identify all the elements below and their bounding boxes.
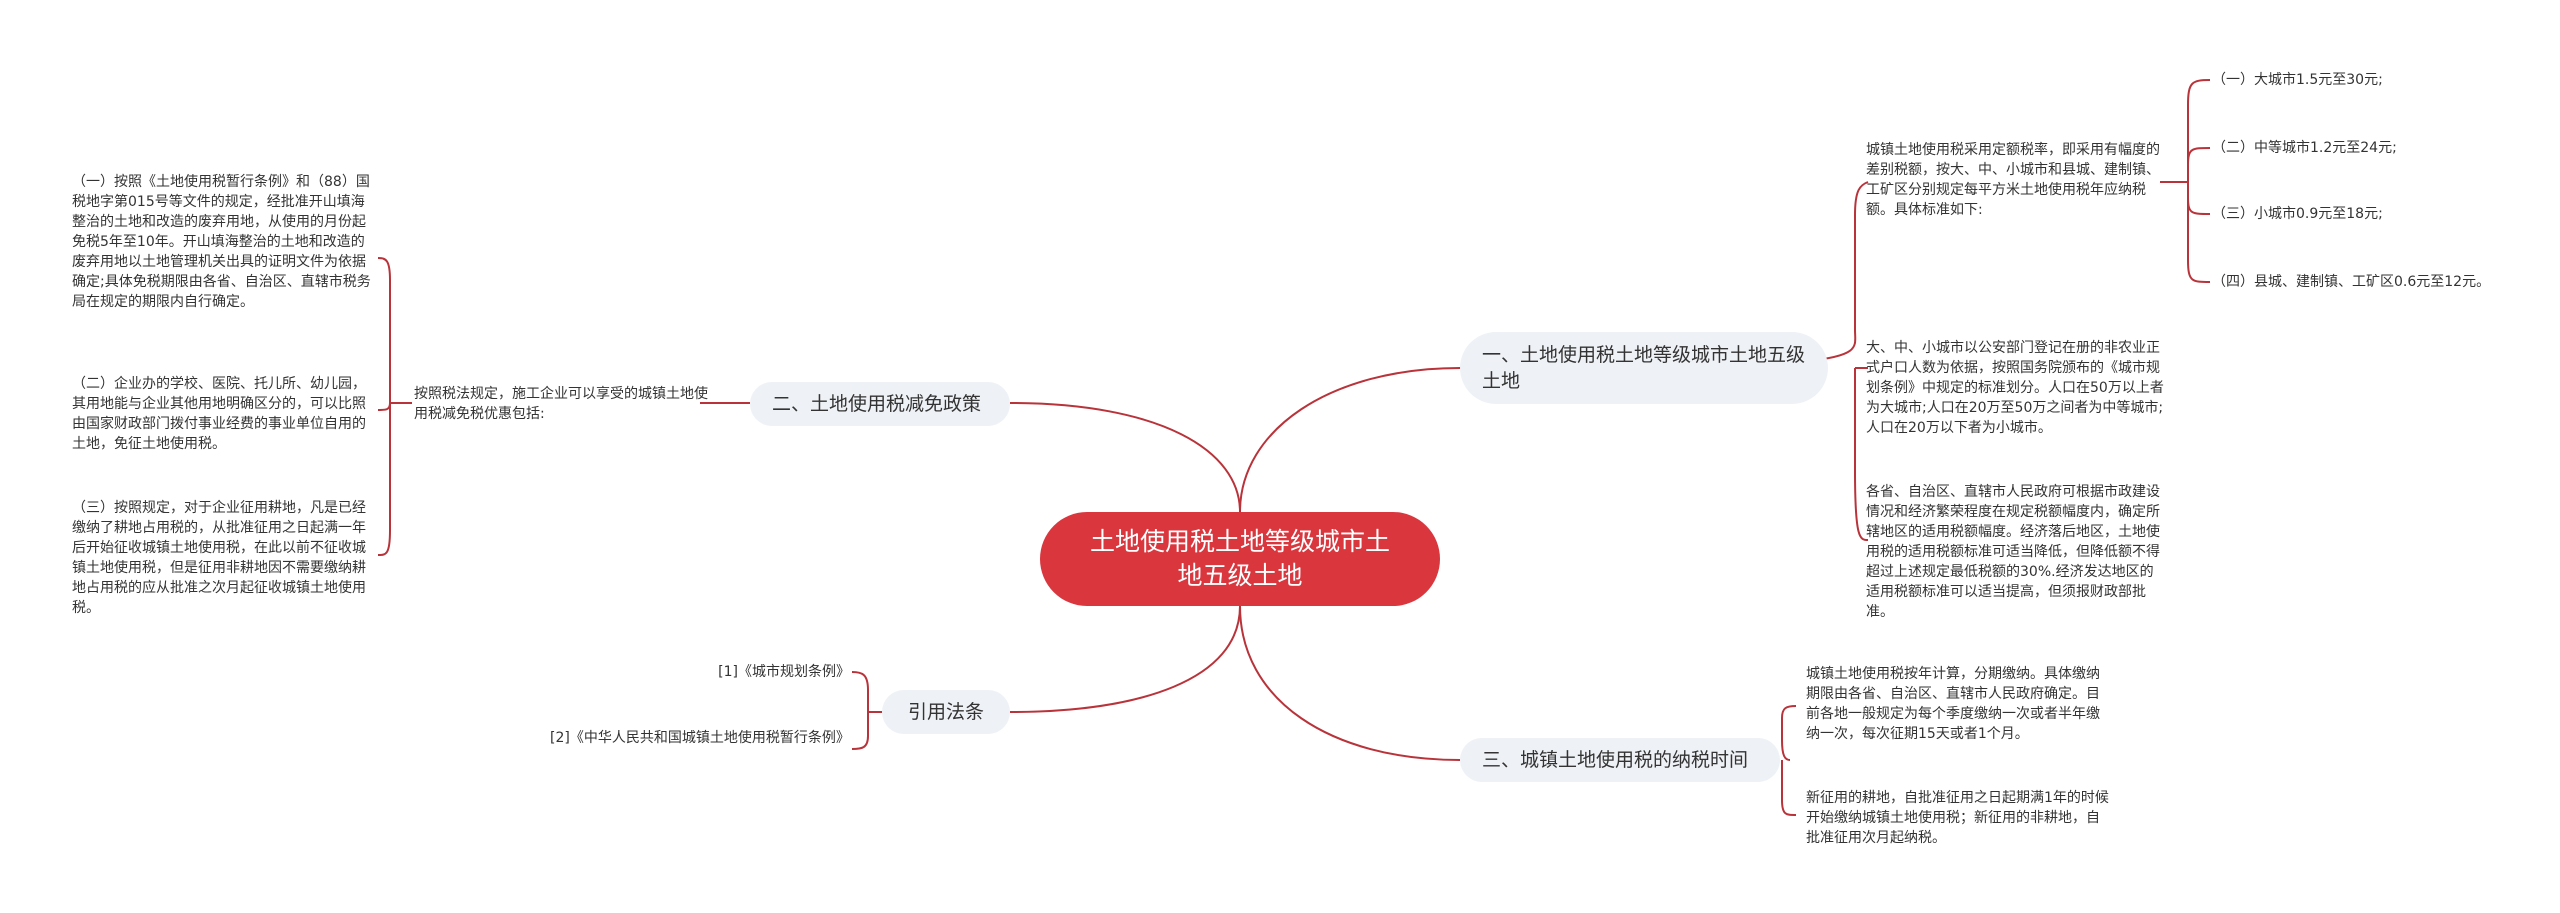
edge-rate-4 — [2187, 182, 2211, 283]
citation-1: [1]《城市规划条例》 — [718, 664, 850, 680]
branch-3-item-1: 城镇土地使用税按年计算，分期缴纳。具体缴纳期限由各省、自治区、直辖市人民政府确定… — [1806, 666, 2100, 742]
edge-root-branch1 — [1239, 367, 1461, 513]
edge-branch1-intro — [1854, 181, 1869, 330]
branch-3-label: 三、城镇土地使用税的纳税时间 — [1482, 749, 1749, 771]
root-title: 土地使用税土地等级城市土地五级土地 — [1089, 527, 1390, 590]
citation-2: [2]《中华人民共和国城镇土地使用税暂行条例》 — [550, 730, 850, 746]
branch-3-item-2: 新征用的耕地，自批准征用之日起期满1年的时候开始缴纳城镇土地使用税；新征用的非耕… — [1806, 790, 2109, 846]
edge-branch1-adjust — [1854, 368, 1869, 541]
branch-1-node[interactable]: 一、土地使用税土地等级城市土地五级土地 — [1460, 332, 1828, 404]
branch-1-intro-text: 城镇土地使用税采用定额税率，即采用有幅度的差别税额，按大、中、小城市和县城、建制… — [1866, 142, 2160, 218]
edge-branch2-item1 — [377, 257, 391, 403]
branch-4-label: 引用法条 — [907, 701, 984, 723]
edge-branch2-item2 — [377, 402, 391, 411]
edge-rate-3 — [2187, 182, 2211, 215]
branch-2-label: 二、土地使用税减免政策 — [772, 393, 982, 415]
edge-root-branch4 — [1009, 605, 1241, 713]
edge-rate-1 — [2187, 79, 2211, 182]
edge-rate-2 — [2187, 147, 2211, 182]
edge-branch2-item3 — [377, 403, 391, 556]
branch-2-item-2: （二）企业办的学校、医院、托儿所、幼儿园，其用地能与企业其他用地明确区分的，可以… — [72, 376, 366, 452]
branch-2-item-1: （一）按照《土地使用税暂行条例》和（88）国税地字第015号等文件的规定，经批准… — [72, 174, 371, 310]
edge-root-branch3 — [1239, 605, 1461, 761]
edge-branch4-item2 — [851, 712, 869, 750]
root-node[interactable]: 土地使用税土地等级城市土地五级土地 — [1040, 512, 1440, 606]
rate-item-3: （三）小城市0.9元至18元; — [2212, 206, 2383, 222]
edge-branch3-item2 — [1781, 760, 1797, 816]
rate-item-1: （一）大城市1.5元至30元; — [2212, 72, 2383, 88]
rate-item-4: （四）县城、建制镇、工矿区0.6元至12元。 — [2212, 274, 2491, 290]
branch-1-city-size-text: 大、中、小城市以公安部门登记在册的非农业正式户口人数为依据，按照国务院颁布的《城… — [1866, 340, 2164, 436]
edge-root-branch2 — [1009, 402, 1241, 513]
branch-2-node[interactable]: 二、土地使用税减免政策 — [750, 382, 1010, 426]
branch-2-item-3: （三）按照规定，对于企业征用耕地，凡是已经缴纳了耕地占用税的，从批准征用之日起满… — [72, 500, 366, 616]
branch-3-node[interactable]: 三、城镇土地使用税的纳税时间 — [1460, 738, 1780, 782]
rate-item-2: （二）中等城市1.2元至24元; — [2212, 140, 2397, 156]
edge-branch3-bracket — [1781, 739, 1791, 761]
branch-1-label: 一、土地使用税土地等级城市土地五级土地 — [1482, 344, 1806, 392]
branch-1-adjust-text: 各省、自治区、直辖市人民政府可根据市政建设情况和经济繁荣程度在规定税额幅度内，确… — [1866, 484, 2160, 620]
branch-2-intro-text: 按照税法规定，施工企业可以享受的城镇土地使用税减免税优惠包括: — [414, 386, 708, 422]
edge-branch4-item1 — [851, 671, 869, 712]
branch-4-node[interactable]: 引用法条 — [882, 690, 1010, 734]
edge-branch3-item1 — [1781, 705, 1797, 740]
